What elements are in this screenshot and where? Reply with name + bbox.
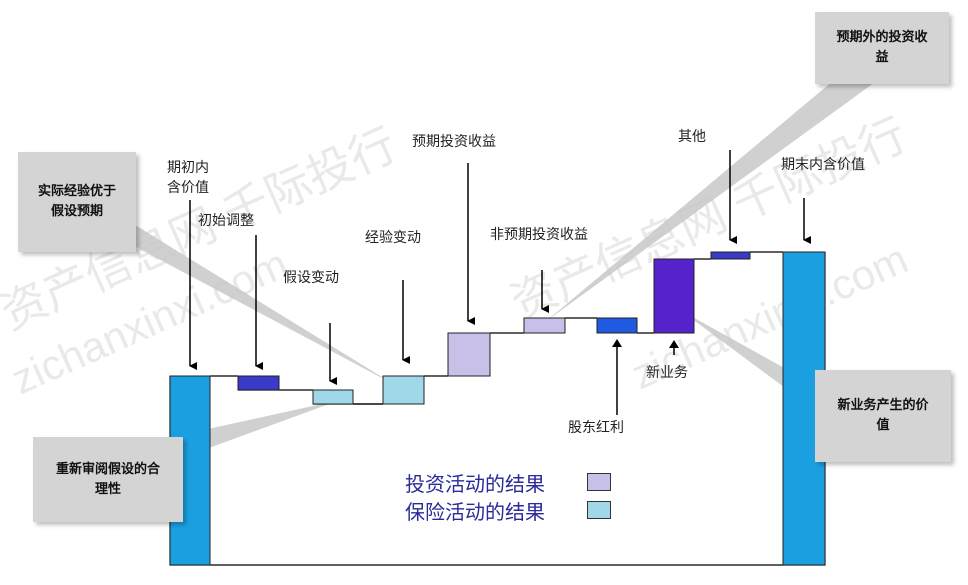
bar-unexpected-return (523, 317, 566, 334)
label-expected-return: 预期投资收益 (412, 134, 496, 150)
legend-insurance-label: 保险活动的结果 (405, 500, 545, 524)
label-assumption-change: 假设变动 (283, 270, 339, 286)
pointer-experience (95, 225, 395, 385)
bar-dividend (596, 317, 638, 334)
pointer-unexpected (545, 75, 878, 322)
bar-expected-return (447, 332, 491, 377)
legend-investment-label: 投资活动的结果 (405, 472, 545, 496)
bar-initial-adjust (237, 375, 280, 391)
callout-new-business-value: 新业务产生的价 值 (815, 370, 951, 462)
label-initial-ev: 期初内 含价值 (167, 160, 209, 196)
callout-review-assumptions: 重新审阅假设的合 理性 (33, 437, 183, 522)
legend-insurance-swatch (587, 501, 611, 519)
label-ending-ev: 期末内含价值 (781, 157, 865, 173)
label-experience-change: 经验变动 (365, 230, 421, 246)
bar-new-business (653, 258, 695, 334)
label-new-business: 新业务 (646, 365, 688, 381)
pointer-new-business (680, 310, 815, 410)
label-initial-adjust: 初始调整 (198, 213, 254, 229)
bar-assumption-change (312, 389, 354, 405)
label-dividend: 股东红利 (568, 420, 624, 436)
bar-experience-change (382, 375, 425, 405)
bar-other (710, 251, 751, 260)
label-other: 其他 (678, 129, 706, 145)
callout-unexpected-gain: 预期外的投资收 益 (815, 12, 949, 84)
legend-investment-swatch (587, 473, 611, 491)
arrows (189, 150, 811, 415)
callout-experience-better: 实际经验优于 假设预期 (18, 152, 136, 252)
label-unexpected-return: 非预期投资收益 (490, 227, 588, 243)
